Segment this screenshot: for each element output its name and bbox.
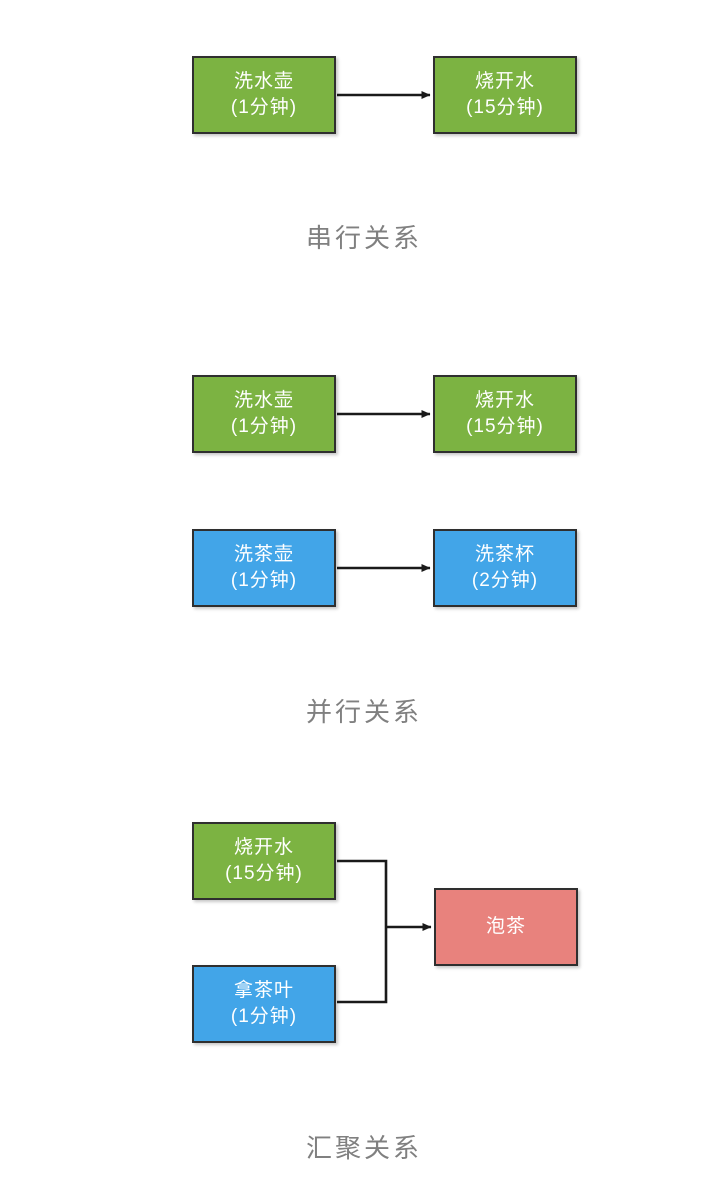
- node-serial-wash-kettle[interactable]: 洗水壶 (1分钟): [192, 56, 336, 134]
- node-label-duration: (1分钟): [230, 416, 298, 437]
- node-label-duration: (15分钟): [466, 97, 544, 118]
- node-label-duration: (1分钟): [230, 97, 298, 118]
- caption-serial: 串行关系: [305, 223, 422, 253]
- edge-converge-top: [337, 859, 388, 927]
- node-label-duration: (15分钟): [466, 416, 544, 437]
- node-label-duration: (1分钟): [230, 570, 298, 591]
- node-converge-get-tea-leaves[interactable]: 拿茶叶 (1分钟): [192, 965, 336, 1043]
- node-label-name: 烧开水: [474, 70, 535, 92]
- caption-converge: 汇聚关系: [305, 1133, 422, 1163]
- node-label-name: 烧开水: [233, 836, 294, 858]
- node-label-duration: (2分钟): [471, 570, 539, 591]
- node-label-duration: (1分钟): [230, 1006, 298, 1027]
- node-label-name: 洗水壶: [233, 389, 294, 411]
- node-parallel-wash-kettle[interactable]: 洗水壶 (1分钟): [192, 375, 336, 453]
- node-converge-boil-water[interactable]: 烧开水 (15分钟): [192, 822, 336, 900]
- node-label-name: 洗茶杯: [474, 543, 535, 565]
- node-parallel-wash-teacup[interactable]: 洗茶杯 (2分钟): [433, 529, 577, 607]
- node-label-name: 烧开水: [474, 389, 535, 411]
- node-label-name: 拿茶叶: [233, 979, 294, 1001]
- node-serial-boil-water[interactable]: 烧开水 (15分钟): [433, 56, 577, 134]
- node-parallel-wash-teapot[interactable]: 洗茶壶 (1分钟): [192, 529, 336, 607]
- node-converge-make-tea[interactable]: 泡茶: [434, 888, 578, 966]
- node-label-name: 泡茶: [485, 915, 526, 937]
- node-label-name: 洗水壶: [233, 70, 294, 92]
- node-label-duration: (15分钟): [225, 863, 303, 884]
- node-parallel-boil-water[interactable]: 烧开水 (15分钟): [433, 375, 577, 453]
- node-label-name: 洗茶壶: [233, 543, 294, 565]
- caption-parallel: 并行关系: [305, 697, 422, 727]
- edge-converge-bottom: [337, 927, 388, 1004]
